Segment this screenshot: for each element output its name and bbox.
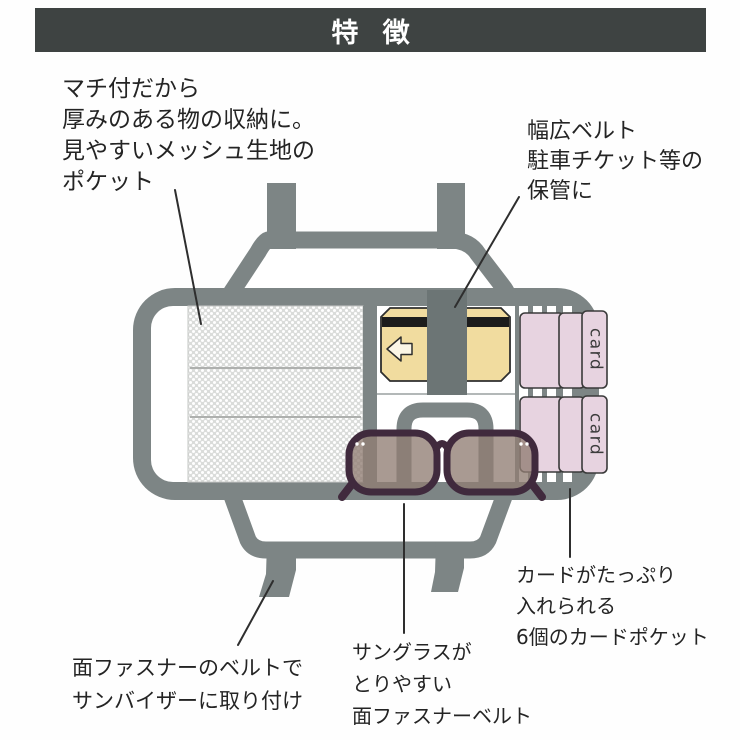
sunglasses [338,429,546,501]
sunglasses-hinge-dot [361,442,365,446]
sunglasses-lens-right [443,429,539,496]
card [558,396,586,473]
sunglasses-temple-left [338,480,356,501]
card [581,395,608,474]
ticket-arrow-icon [386,336,413,362]
leader-mesh [174,189,202,325]
bottom-strap-left [259,542,296,597]
leader-lines [174,189,571,646]
annotation-wide-belt: 幅広ベルト 駐車チケット等の 保管に [527,119,704,204]
card [558,312,586,389]
bottom-strap-right [431,542,464,592]
card-slot [519,306,528,482]
sunglasses-hinge-dot [525,442,529,446]
sunglasses-belt-loop [396,402,494,483]
sunglasses-hinge-dot [355,442,359,446]
card-label-lower: card [586,413,606,456]
card [519,312,565,389]
annotation-mesh-pocket: マチ付だから 厚みのある物の収納に。 見やすいメッシュ生地の ポケット [62,76,315,195]
annotation-visor-attach: 面ファスナーのベルトで サンバイザーに取り付け [72,656,303,713]
annotation-sunglasses-belt: サングラスが とりやすい 面ファスナーベルト [352,640,532,728]
sunglasses-bridge [432,440,452,451]
wide-belt [427,290,467,395]
top-strap-left [267,183,296,249]
card-slot [563,306,572,482]
sunglasses-hinge-dot [519,442,523,446]
sunglasses-lens-left [345,429,441,496]
sunglasses-temple-right [528,480,546,501]
page-title: 特徴 [331,17,434,49]
leader-attach [237,580,274,646]
leader-belt [454,196,520,308]
mesh-pocket [187,305,364,483]
card-row-upper [519,310,608,389]
card-label-upper: card [586,328,606,371]
annotation-card-pockets: カードがたっぷり 入れられる 6個のカードポケット [516,563,709,649]
card-slot [547,306,556,482]
header-bar: 特徴 [35,8,706,52]
top-strap-right [437,183,465,249]
card-slot [533,306,542,482]
card [581,310,608,389]
